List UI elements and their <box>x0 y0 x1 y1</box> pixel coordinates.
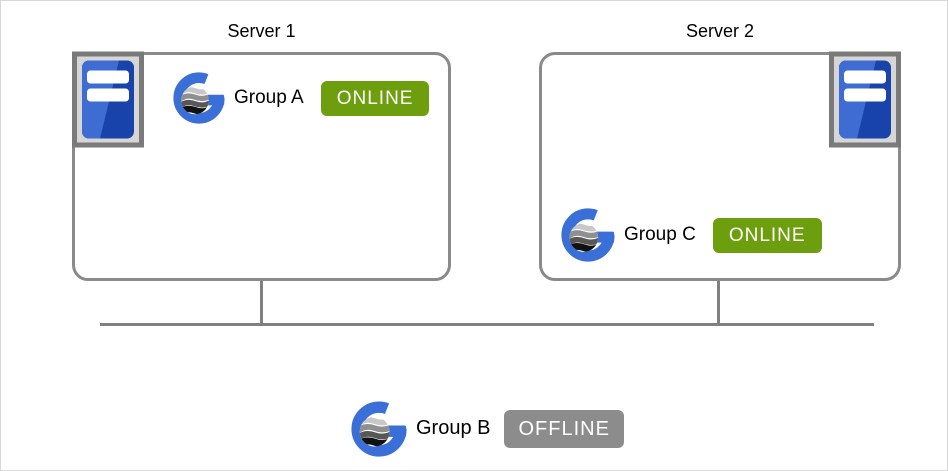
group-a-name: Group A <box>234 87 304 108</box>
network-bus-line <box>100 323 874 326</box>
group-b-name: Group B <box>416 417 491 439</box>
server2-label: Server 2 <box>685 21 755 41</box>
group-c-name: Group C <box>624 224 696 245</box>
server2-network-connector <box>717 281 720 324</box>
server1-network-connector <box>260 281 263 324</box>
group-b-row: Group B OFFLINE <box>351 400 624 457</box>
group-a-status-badge: ONLINE <box>320 80 430 116</box>
group-c-status-badge: ONLINE <box>712 217 822 253</box>
globe-g-logo-icon <box>173 72 225 124</box>
globe-g-logo-icon <box>561 208 615 262</box>
group-c-row: Group C ONLINE <box>561 207 822 263</box>
group-b-status-badge: OFFLINE <box>504 409 624 448</box>
globe-g-logo-icon <box>351 400 407 457</box>
server-tower-icon <box>72 51 144 148</box>
server-tower-icon <box>829 51 901 148</box>
server1-label: Server 1 <box>227 21 296 41</box>
group-a-row: Group A ONLINE <box>173 72 430 124</box>
